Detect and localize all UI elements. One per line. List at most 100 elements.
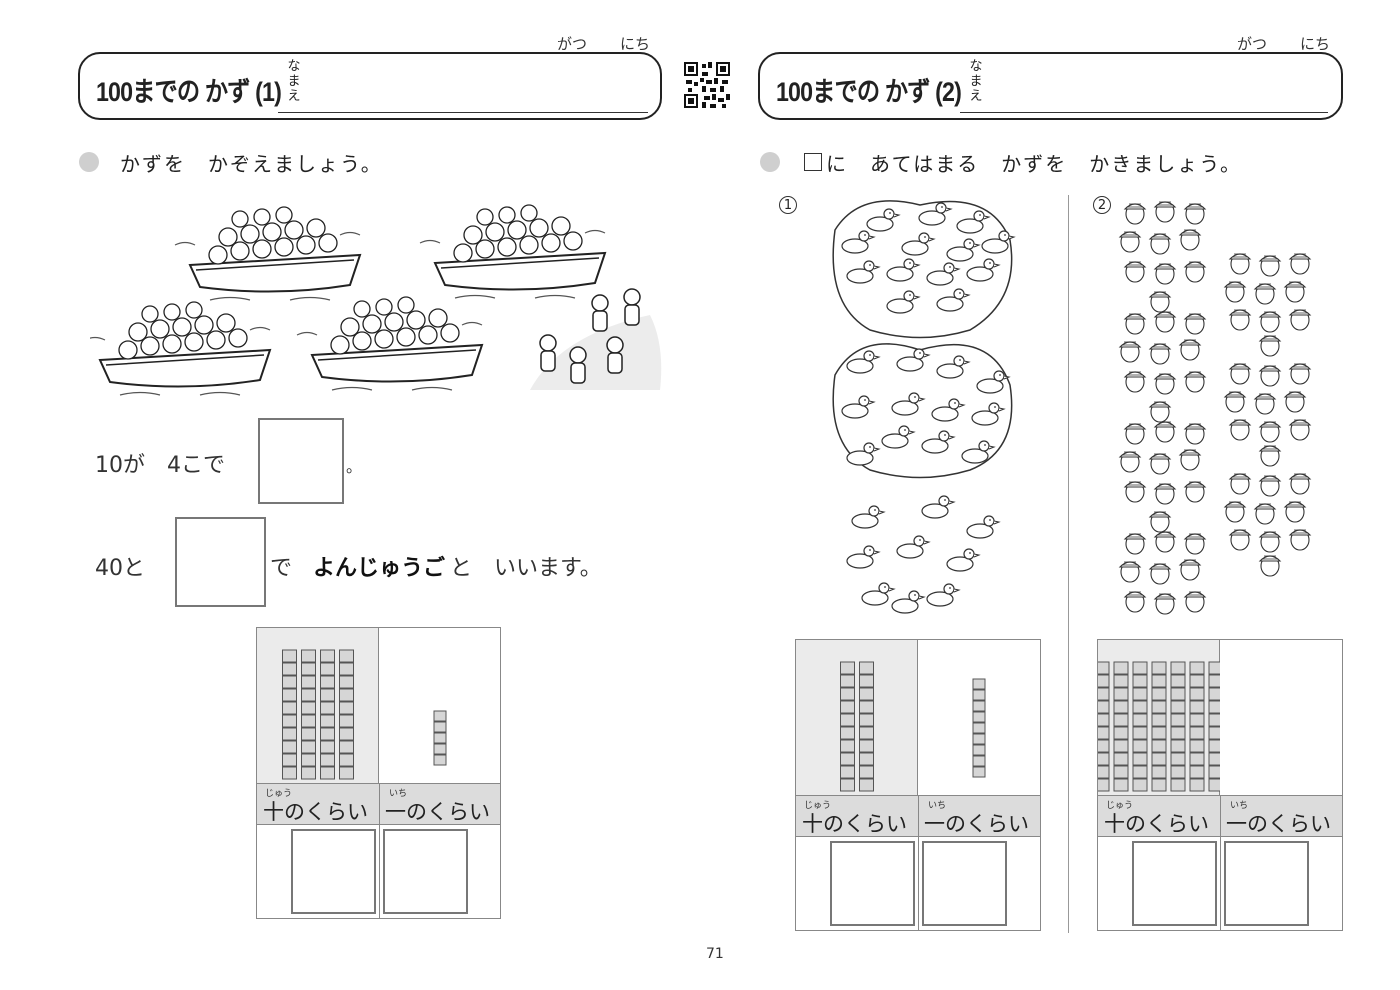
ten-rod bbox=[320, 649, 335, 780]
right-month-label: がつ bbox=[1237, 35, 1268, 53]
q2-answer-box[interactable] bbox=[175, 517, 266, 607]
ones-ruby: いち bbox=[389, 789, 408, 799]
acorn-icon bbox=[1258, 421, 1282, 443]
ones-cubes-graphic bbox=[1220, 640, 1342, 795]
q1-suffix: 。 bbox=[346, 457, 363, 476]
left-page-title: 100までの かず (1) bbox=[96, 77, 282, 107]
q1-answer-box[interactable] bbox=[258, 418, 344, 504]
acorn-icon bbox=[1118, 341, 1142, 363]
acorn-icon bbox=[1148, 291, 1172, 313]
acorn-icon bbox=[1228, 253, 1252, 275]
left-instruction-bullet bbox=[79, 152, 99, 172]
acorn-icon bbox=[1183, 313, 1207, 335]
left-tens-answer-box[interactable] bbox=[291, 829, 376, 914]
acorn-icon bbox=[1153, 311, 1177, 333]
acorn-icon bbox=[1223, 391, 1247, 413]
one-cube bbox=[972, 689, 986, 701]
duck-icon bbox=[931, 398, 966, 422]
acorn-icon bbox=[1183, 533, 1207, 555]
qr-code-icon[interactable] bbox=[684, 62, 730, 108]
acorn-icon bbox=[1228, 363, 1252, 385]
acorn-icon bbox=[1118, 451, 1142, 473]
left-tens-cell bbox=[257, 628, 379, 783]
duck-icon bbox=[926, 262, 961, 286]
right-day-label: にち bbox=[1300, 35, 1331, 53]
ten-rod bbox=[301, 649, 316, 780]
ten-rod bbox=[1189, 661, 1205, 792]
right-name-field[interactable] bbox=[960, 112, 1328, 113]
duck-icon bbox=[981, 230, 1016, 254]
duck-icon bbox=[896, 535, 931, 559]
monkey-boat-icon bbox=[419, 204, 606, 299]
pond-icon bbox=[832, 200, 1013, 339]
one-cube bbox=[972, 755, 986, 767]
acorn-icon bbox=[1258, 255, 1282, 277]
duck-icon bbox=[936, 288, 971, 312]
tens-place-label: 十のくらい bbox=[263, 800, 368, 824]
acorn-icon bbox=[1228, 529, 1252, 551]
left-name-field[interactable] bbox=[278, 112, 648, 113]
duck-icon bbox=[946, 548, 981, 572]
acorn-icon bbox=[1283, 391, 1307, 413]
acorn-icon bbox=[1258, 311, 1282, 333]
acorn-icon bbox=[1223, 501, 1247, 523]
duck-icon bbox=[886, 258, 921, 282]
acorn-icon bbox=[1153, 373, 1177, 395]
acorn-icon bbox=[1148, 401, 1172, 423]
ten-rod bbox=[339, 649, 354, 780]
ten-rod bbox=[840, 661, 855, 792]
duck-icon bbox=[841, 395, 876, 419]
acorn-icon bbox=[1288, 309, 1312, 331]
acorn-icon bbox=[1123, 313, 1147, 335]
acorn-icon bbox=[1228, 473, 1252, 495]
acorn-icon bbox=[1123, 371, 1147, 393]
acorn-icon bbox=[1283, 501, 1307, 523]
acorn-icon bbox=[1288, 363, 1312, 385]
ones-cubes-graphic bbox=[433, 710, 447, 766]
problem-2-place-value-table: じゅう 十のくらい いち 一のくらい bbox=[1094, 639, 1343, 931]
one-cube bbox=[972, 700, 986, 712]
monkey-boat-icon bbox=[296, 296, 483, 391]
page-number: 71 bbox=[706, 946, 724, 962]
q2-tail: と いいます。 bbox=[450, 556, 602, 581]
tens-place-label: 十のくらい bbox=[802, 812, 907, 836]
ten-rod bbox=[1094, 661, 1110, 792]
duck-icon bbox=[901, 232, 936, 256]
tens-rods-graphic bbox=[840, 661, 874, 792]
acorn-icon bbox=[1123, 203, 1147, 225]
one-cube bbox=[433, 710, 447, 722]
acorn-icon bbox=[1283, 281, 1307, 303]
ten-rod bbox=[1132, 661, 1148, 792]
acorn-icon bbox=[1178, 559, 1202, 581]
q2-suffix: で bbox=[270, 556, 293, 581]
tens-ruby: じゅう bbox=[265, 789, 293, 799]
acorn-icon bbox=[1153, 531, 1177, 553]
left-ones-answer-box[interactable] bbox=[383, 829, 468, 914]
one-cube bbox=[433, 743, 447, 755]
acorns-illustration bbox=[1118, 201, 1312, 615]
ten-rod bbox=[859, 661, 874, 792]
duck-icon bbox=[846, 260, 881, 284]
tens-ruby: じゅう bbox=[1106, 801, 1134, 811]
p1-tens-cell bbox=[796, 640, 918, 795]
one-cube bbox=[972, 678, 986, 690]
one-cube bbox=[433, 754, 447, 766]
acorn-icon bbox=[1123, 533, 1147, 555]
p1-tens-answer-box[interactable] bbox=[830, 841, 915, 926]
left-header-box: 100までの かず (1) な ま え bbox=[78, 52, 662, 120]
duck-icon bbox=[861, 582, 896, 606]
p2-ones-cell bbox=[1220, 640, 1342, 795]
acorn-icon bbox=[1123, 591, 1147, 613]
acorn-icon bbox=[1258, 555, 1282, 577]
p2-ones-answer-box[interactable] bbox=[1224, 841, 1309, 926]
one-cube bbox=[433, 732, 447, 744]
p1-ones-answer-box[interactable] bbox=[922, 841, 1007, 926]
monkey-icon bbox=[530, 288, 662, 390]
left-day-label: にち bbox=[620, 35, 651, 53]
acorn-icon bbox=[1228, 309, 1252, 331]
duck-icon bbox=[976, 370, 1011, 394]
p2-tens-answer-box[interactable] bbox=[1132, 841, 1217, 926]
ones-place-label: 一のくらい bbox=[924, 812, 1029, 836]
left-month-label: がつ bbox=[557, 35, 588, 53]
q2-bold-word: よんじゅうご bbox=[313, 556, 446, 581]
